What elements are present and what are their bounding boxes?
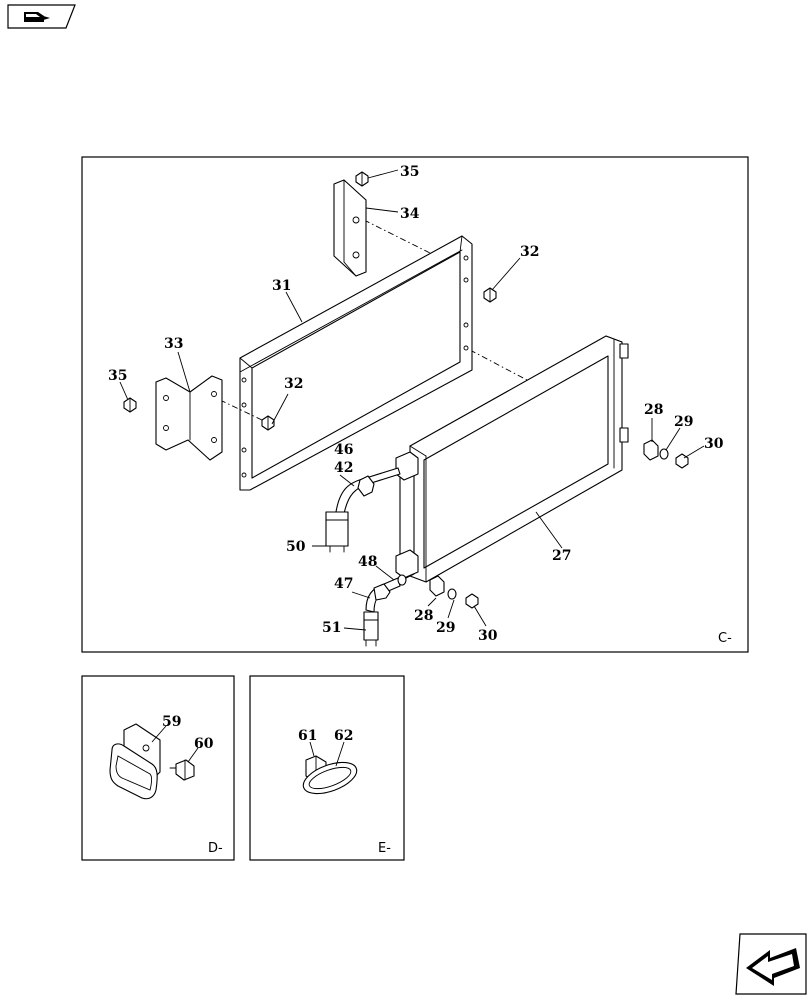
callout-35-top: 35 (400, 164, 419, 180)
bolt-32-right (483, 287, 497, 303)
callout-30-lower: 30 (478, 628, 498, 644)
callout-27: 27 (552, 548, 571, 564)
fittings-28-29-30-lower (429, 575, 479, 609)
callout-51: 51 (322, 620, 341, 636)
callout-48: 48 (358, 554, 377, 570)
clamp-59 (109, 723, 161, 800)
callout-34: 34 (400, 206, 420, 222)
callout-59: 59 (162, 714, 181, 730)
previous-page-arrow-icon[interactable] (735, 933, 807, 995)
callout-32-right: 32 (520, 244, 539, 260)
condenser-27 (409, 335, 629, 583)
callout-42: 42 (334, 460, 353, 476)
callout-29-right: 29 (674, 414, 693, 430)
callout-46: 46 (334, 442, 353, 458)
callout-47: 47 (334, 576, 353, 592)
view-c-label: C- (718, 631, 732, 646)
hose-47 (363, 574, 407, 647)
callout-31: 31 (272, 278, 291, 294)
callout-62: 62 (334, 728, 353, 744)
book-navigation-icon[interactable] (7, 4, 76, 29)
view-e-label: E- (378, 841, 391, 856)
callout-32-left: 32 (284, 376, 303, 392)
view-d-label: D- (208, 841, 223, 856)
callout-61: 61 (298, 728, 317, 744)
shroud-frame-31 (239, 235, 473, 491)
callout-28-lower: 28 (414, 608, 433, 624)
receiver-tube (395, 451, 419, 579)
bolt-35-top (355, 171, 369, 187)
bracket-34 (333, 179, 367, 277)
callout-29-lower: 29 (436, 620, 455, 636)
callout-35-left: 35 (108, 368, 127, 384)
bolt-32-left (219, 399, 275, 431)
hose-42 (325, 467, 401, 553)
bolt-60 (169, 759, 195, 781)
callout-33: 33 (164, 336, 183, 352)
view-c-leaders (119, 169, 705, 631)
callout-28-right: 28 (644, 402, 663, 418)
callout-50: 50 (286, 539, 306, 555)
bolt-35-left (123, 397, 137, 413)
bracket-33 (155, 375, 223, 461)
callout-60: 60 (194, 736, 214, 752)
callout-30-right: 30 (704, 436, 724, 452)
ring-62 (302, 761, 358, 795)
